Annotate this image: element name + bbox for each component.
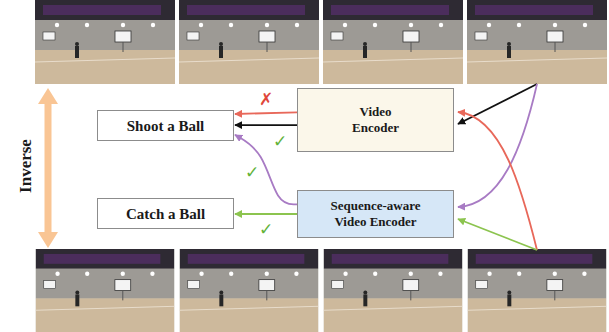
check-mark: ✓ bbox=[273, 133, 287, 150]
inverse-arrow-shaft bbox=[45, 100, 52, 236]
inverse-arrow-head bbox=[38, 88, 58, 104]
node-label: Sequence-aware Video Encoder bbox=[315, 198, 437, 229]
node-label: Catch a Ball bbox=[126, 205, 205, 223]
encoder-box: Sequence-aware Video Encoder bbox=[297, 190, 454, 238]
frame-arrow bbox=[458, 84, 537, 207]
node-label: Shoot a Ball bbox=[127, 117, 205, 135]
node-label: Video Encoder bbox=[344, 104, 408, 135]
video-frame bbox=[35, 0, 175, 84]
connector-arrow bbox=[235, 112, 297, 114]
axis-label: Inverse bbox=[16, 139, 36, 193]
video-frame bbox=[179, 0, 319, 84]
connector-arrow bbox=[235, 135, 297, 205]
connector-arrow bbox=[235, 213, 297, 215]
action-box: Catch a Ball bbox=[97, 198, 234, 229]
video-frame bbox=[180, 249, 318, 332]
encoder-box: Video Encoder bbox=[297, 88, 454, 152]
check-mark: ✓ bbox=[259, 221, 273, 238]
connector-arrow bbox=[235, 124, 297, 126]
check-mark: ✗ bbox=[259, 91, 273, 108]
video-frame bbox=[468, 249, 606, 332]
action-box: Shoot a Ball bbox=[97, 110, 234, 141]
inverse-arrow-head bbox=[38, 232, 58, 248]
video-frame bbox=[323, 0, 463, 84]
check-mark: ✓ bbox=[245, 164, 259, 181]
video-frame bbox=[467, 0, 607, 84]
frame-arrow bbox=[458, 84, 537, 124]
video-frame bbox=[36, 249, 174, 332]
frame-arrow bbox=[458, 219, 537, 250]
frame-arrow bbox=[458, 112, 537, 250]
video-frame bbox=[324, 249, 462, 332]
